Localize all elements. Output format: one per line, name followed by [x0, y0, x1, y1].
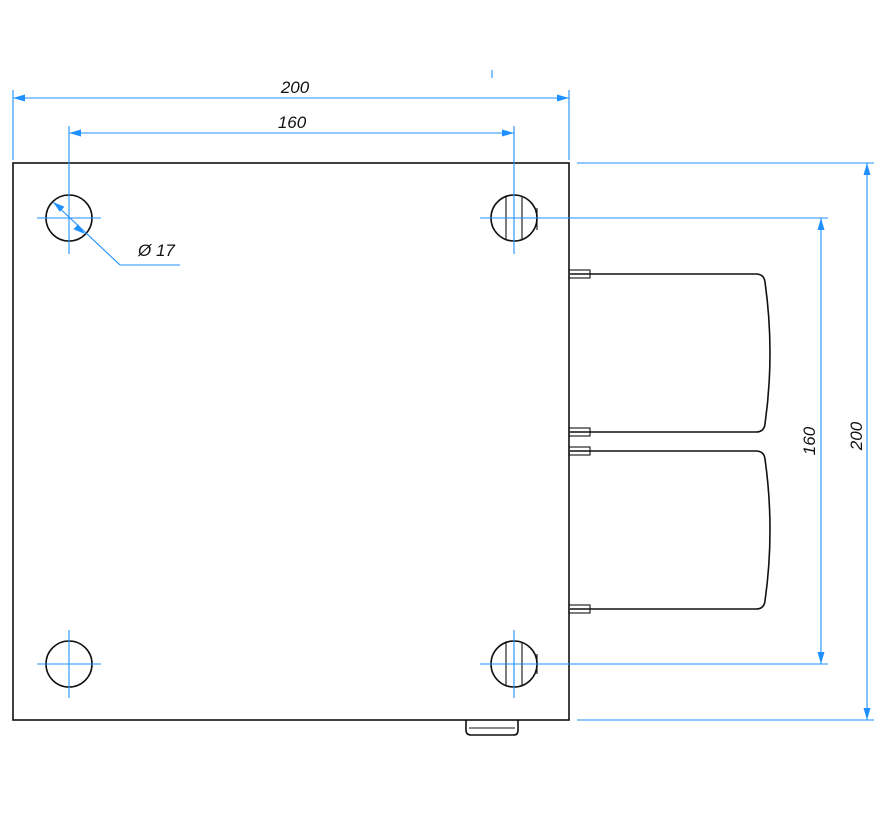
overall-width-label: 200: [280, 78, 310, 97]
dimension-hole-spacing-horizontal: [68, 126, 515, 184]
hole-spacing-horizontal-label: 160: [278, 113, 307, 132]
diameter-callout: [52, 201, 180, 266]
hole-diameter-label: Ø 17: [137, 241, 175, 260]
center-mark-bottom-left: [37, 630, 101, 698]
center-mark-top-right: [480, 184, 548, 254]
dimension-overall-height: [577, 162, 874, 721]
base-plate-outline: [12, 162, 570, 721]
side-handle-upper: [568, 269, 771, 437]
side-handle-lower: [568, 446, 771, 614]
dimension-overall-width: [12, 90, 570, 160]
bottom-tab: [465, 720, 519, 736]
center-mark-bottom-right: [480, 630, 548, 698]
hole-spacing-vertical-label: 160: [800, 426, 819, 455]
dimension-hole-spacing-vertical: [548, 217, 828, 665]
overall-height-label: 200: [847, 421, 866, 451]
center-mark-top-left: [37, 184, 101, 254]
